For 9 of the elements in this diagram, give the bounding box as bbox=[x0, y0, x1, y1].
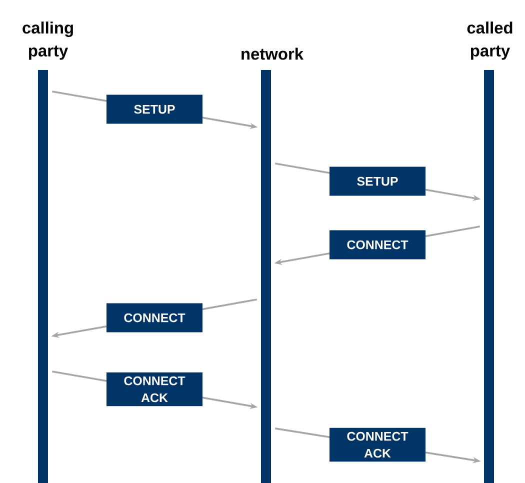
message-label: CONNECT bbox=[330, 230, 426, 260]
message-label: SETUP bbox=[106, 94, 202, 124]
lifeline-heading: called party bbox=[467, 22, 512, 60]
message-label: CONNECT bbox=[106, 303, 202, 332]
message-label: CONNECT ACK bbox=[330, 428, 426, 462]
lifeline-heading: network bbox=[242, 48, 304, 60]
message-label: SETUP bbox=[330, 166, 426, 196]
lifeline-heading: calling party bbox=[22, 22, 73, 60]
message-label: CONNECT ACK bbox=[106, 372, 202, 406]
